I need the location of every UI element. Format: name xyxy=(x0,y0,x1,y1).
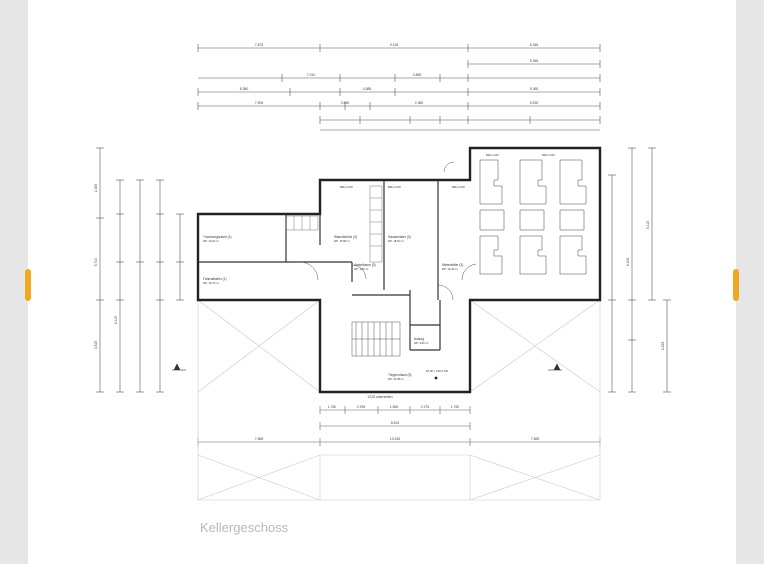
dim-label: 3.855 xyxy=(413,73,422,77)
dim-label: 2.275 xyxy=(421,405,430,409)
room-name-fahrrad: Fahrradkeller (1) xyxy=(203,277,227,281)
dim-label: 3.555 xyxy=(341,101,350,105)
right-dimension-labels: 5.115 6.305 3.225 xyxy=(626,221,665,350)
staircase xyxy=(351,321,401,357)
dim-label: 8.615 xyxy=(391,421,400,425)
dim-label: 5.365 xyxy=(530,59,539,63)
room-name-trocken: Trocknungsraum (1) xyxy=(203,235,232,239)
dim-label: 1.760 xyxy=(328,405,337,409)
door-tag: BRH 1.015 xyxy=(452,185,465,189)
room-labels: Trocknungsraum (1) WF: 10,91 m² Fahrradk… xyxy=(203,153,555,381)
dim-label: 5.710 xyxy=(94,258,98,267)
room-name-hausmeister: Hausmeister (3) xyxy=(388,235,411,239)
level-note: ±0,00 = 152,0 NN xyxy=(426,369,448,373)
room-area-fahrrad: WF: 19,72 m² xyxy=(203,281,219,285)
bottom-dimension-labels: 1.760 2.295 1.550 2.275 1.760 8.615 7.86… xyxy=(255,395,540,441)
storage-compartments xyxy=(461,159,587,281)
dim-label: 7.865 xyxy=(531,437,540,441)
door-tag: BRH 1.015 xyxy=(340,185,353,189)
dim-label: 2.365 xyxy=(94,184,98,193)
dim-label: 6.365 xyxy=(530,43,539,47)
right-dimension-lines xyxy=(608,147,671,393)
dim-label: 3.815 xyxy=(94,341,98,350)
shelving xyxy=(285,185,383,263)
dim-label: 1.760 xyxy=(451,405,460,409)
room-area-hausmeister: WF: 18,81 m² xyxy=(388,239,404,243)
top-dimension-lines xyxy=(197,44,601,131)
dim-label: 10.245 xyxy=(390,437,400,441)
dim-label: 2.380 xyxy=(415,101,424,105)
stair-note: 1225 unterkellert xyxy=(367,395,392,399)
drawing-sheet xyxy=(28,0,736,564)
dim-label: 8.380 xyxy=(240,87,249,91)
dim-label: 7.010 xyxy=(307,73,316,77)
dim-label: 6.115 xyxy=(114,316,118,324)
interior-walls xyxy=(198,180,441,351)
bottom-dimension-lines xyxy=(197,406,601,446)
room-name-waesche: Waschküche (3) xyxy=(334,235,357,239)
door-swings xyxy=(299,161,455,301)
left-dimension-lines xyxy=(96,147,184,393)
dim-label: 5.530 xyxy=(530,101,539,105)
door-tag: BRH 1.015 xyxy=(542,153,555,157)
room-area-mieter: WF: 49,44 m² xyxy=(442,267,458,271)
dim-label: 7.875 xyxy=(255,43,264,47)
dim-label: 5.115 xyxy=(646,221,650,229)
room-area-treppe: WF: 23,38 m² xyxy=(388,377,404,381)
dim-label: 1.550 xyxy=(390,405,399,409)
door-tag: BRH 1.015 xyxy=(486,153,499,157)
dim-label: 7.865 xyxy=(255,437,264,441)
dim-label: 6.305 xyxy=(626,258,630,267)
left-dimension-labels: 2.365 5.710 6.115 3.815 xyxy=(94,184,118,350)
top-dimension-labels: 7.875 9.135 6.365 5.365 7.010 3.855 8.38… xyxy=(240,43,539,105)
dim-label: 5.365 xyxy=(530,87,539,91)
room-name-abstell: Abstellraum (3) xyxy=(354,263,376,267)
floor-caption: Kellergeschoss xyxy=(200,520,289,535)
exterior-walls xyxy=(196,146,602,394)
dim-label: 9.135 xyxy=(390,43,399,47)
level-marker xyxy=(434,376,438,380)
dim-label: 2.295 xyxy=(357,405,366,409)
next-image-tab[interactable] xyxy=(733,269,739,301)
room-area-waesche: WF: 15,58 m² xyxy=(334,239,350,243)
upper-floor-outline xyxy=(197,299,601,501)
room-name-treppe: Treppenhaus (5) xyxy=(388,373,411,377)
room-area-aufzug: WF: 3,80 m² xyxy=(414,341,428,345)
room-name-aufzug: Aufzug xyxy=(414,337,424,341)
room-area-abstell: WF: 3,85 m² xyxy=(354,267,368,271)
room-area-trocken: WF: 10,91 m² xyxy=(203,239,219,243)
dim-label: 7.505 xyxy=(255,101,264,105)
room-name-mieter: Mieterkeller (3) xyxy=(442,263,463,267)
previous-image-tab[interactable] xyxy=(25,269,31,301)
section-markers xyxy=(172,363,562,371)
dim-label: 3.225 xyxy=(661,342,665,351)
door-tag: BRH 1.015 xyxy=(388,185,401,189)
dim-label: 4.885 xyxy=(363,87,372,91)
